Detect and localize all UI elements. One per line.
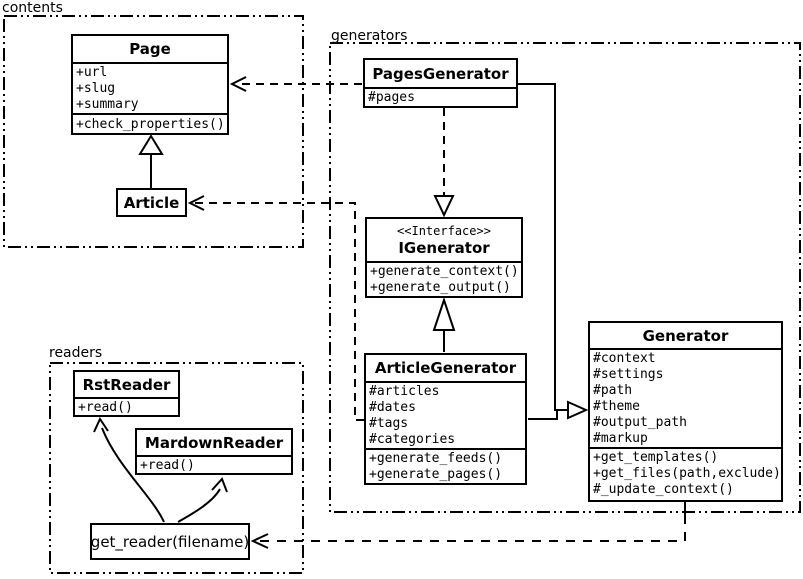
dependency-arrow-articlegenerator-to-article (187, 195, 364, 421)
attribute-row: #settings (593, 367, 664, 382)
class-mardownreader-title: MardownReader (144, 433, 284, 452)
class-page-title: Page (129, 40, 171, 58)
method-row: +read() (78, 400, 133, 415)
attribute-row: +slug (76, 81, 116, 96)
package-contents-border (3, 15, 304, 248)
attribute-row: #pages (368, 90, 415, 105)
method-row: +generate_context() (370, 264, 519, 279)
class-igenerator-stereotype: <<Interface>> (397, 224, 491, 238)
class-pagesgenerator: PagesGenerator #pages (363, 58, 518, 108)
class-article: Article (116, 188, 187, 217)
attribute-row: #context (593, 351, 656, 366)
attribute-row: #markup (593, 431, 648, 446)
class-page: Page +url +slug +summary +check_properti… (71, 34, 229, 135)
class-generator-attributes: #context #settings #path #theme #output_… (590, 348, 781, 447)
attribute-row: +summary (76, 97, 139, 112)
attribute-row: #path (593, 383, 633, 398)
method-row: +generate_pages() (369, 467, 503, 482)
attribute-row: #categories (369, 432, 456, 447)
inheritance-arrow-generators-to-generator (518, 83, 589, 420)
class-generator-methods: +get_templates() +get_files(path,exclude… (590, 447, 781, 500)
class-igenerator-methods: +generate_context() +generate_output() (367, 261, 521, 298)
package-generators-border (329, 42, 801, 513)
class-rstreader-title: RstReader (82, 375, 171, 394)
package-generators-label: generators (331, 28, 408, 44)
class-generator-title: Generator (642, 326, 729, 345)
class-articlegenerator-attributes: #articles #dates #tags #categories (366, 381, 525, 448)
package-readers-label: readers (49, 345, 103, 361)
class-mardownreader-methods: +read() (137, 455, 291, 473)
method-row: +check_properties() (76, 117, 225, 132)
class-generator: Generator #context #settings #path #them… (588, 321, 783, 502)
class-article-title: Article (123, 193, 180, 212)
arrow-getreader-to-rstreader (93, 416, 165, 523)
method-row: +generate_output() (370, 280, 511, 295)
package-contents-label: contents (2, 0, 63, 16)
class-mardownreader: MardownReader +read() (135, 428, 293, 475)
method-row: +generate_feeds() (369, 451, 503, 466)
package-readers-border (49, 362, 304, 574)
dependency-arrow-pagesgenerator-to-page (229, 76, 362, 92)
inheritance-arrow-articlegenerator-to-igenerator (432, 296, 456, 352)
class-igenerator-title: IGenerator (398, 239, 490, 257)
method-row: +get_files(path,exclude) (593, 466, 781, 481)
get-reader-box: get_reader(filename) (90, 523, 250, 560)
attribute-row: #articles (369, 384, 440, 399)
method-row: #_update_context() (593, 482, 734, 497)
class-rstreader: RstReader +read() (73, 370, 180, 417)
class-articlegenerator-methods: +generate_feeds() +generate_pages() (366, 448, 525, 485)
class-pagesgenerator-attributes: #pages (365, 87, 516, 106)
method-row: +get_templates() (593, 450, 719, 465)
get-reader-label: get_reader(filename) (90, 532, 250, 551)
class-igenerator-header: <<Interface>> IGenerator (367, 219, 521, 261)
class-pagesgenerator-title: PagesGenerator (372, 64, 509, 83)
attribute-row: #tags (369, 416, 409, 431)
dependency-arrow-generator-to-getreader (250, 502, 686, 549)
class-articlegenerator: ArticleGenerator #articles #dates #tags … (364, 353, 527, 485)
attribute-row: #output_path (593, 415, 687, 430)
class-page-attributes: +url +slug +summary (73, 62, 227, 113)
class-page-methods: +check_properties() (73, 113, 227, 135)
arrow-getreader-to-mardownreader (177, 477, 228, 523)
class-articlegenerator-title: ArticleGenerator (374, 359, 517, 377)
class-rstreader-methods: +read() (75, 397, 178, 415)
realization-arrow-pagesgenerator-to-igenerator (433, 108, 455, 218)
attribute-row: #dates (369, 400, 416, 415)
attribute-row: +url (76, 65, 108, 80)
attribute-row: #theme (593, 399, 640, 414)
class-igenerator: <<Interface>> IGenerator +generate_conte… (365, 217, 523, 298)
method-row: +read() (140, 458, 195, 473)
inheritance-arrow-article-to-page (138, 134, 164, 188)
